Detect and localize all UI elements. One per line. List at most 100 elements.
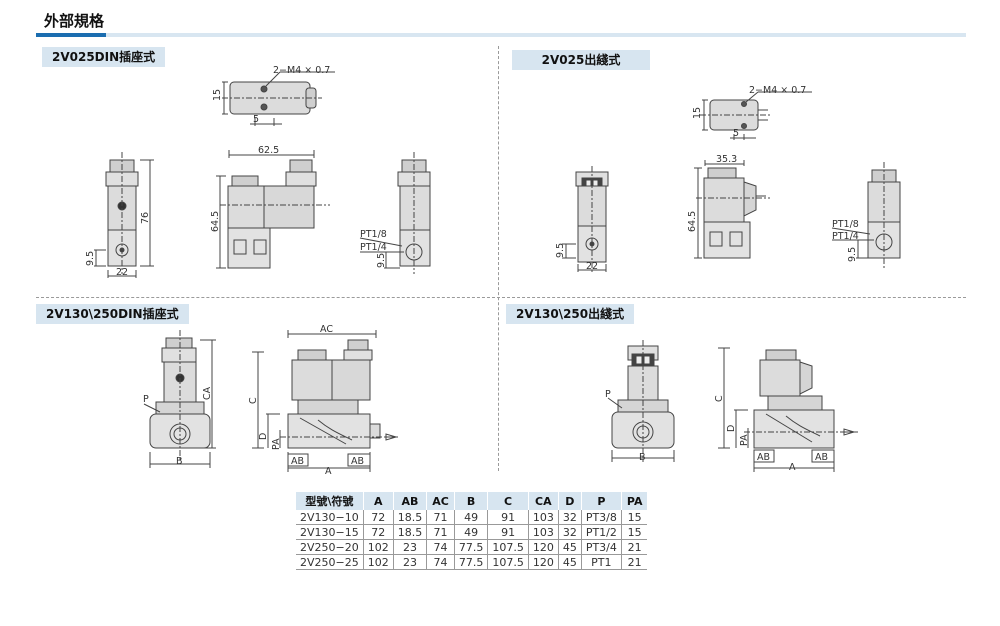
title-rule [36,33,966,37]
dim-9-5-3: 9.5 [555,243,566,258]
table-cell: 32 [558,524,582,540]
col-header-ac: AC [426,492,455,510]
dim-d-1: D [258,433,269,440]
table-cell: 71 [426,510,455,525]
table-cell: PT1/2 [581,524,622,540]
dim-a-2: A [789,462,796,473]
table-cell: 15 [621,510,648,525]
col-header-model: 型號\符號 [296,492,364,510]
dim-c-1: C [248,397,259,404]
drawing-2v025-wire-front [562,166,609,274]
table-cell: 77.5 [454,554,489,570]
col-header-a: A [363,492,394,510]
drawing-2v025-wire-rear [831,162,901,268]
col-header-p: P [581,492,622,510]
section-label-2v130-din: 2V130\250DIN插座式 [36,304,189,324]
table-cell: 120 [528,539,559,555]
table-cell: 2V250−20 [296,539,364,555]
table-cell: 120 [528,554,559,570]
table-row: 2V130−15 72 18.5 71 49 91 103 32 PT1/2 1… [296,524,648,540]
table-cell: 45 [558,539,582,555]
drawing-2v025-din-side [216,150,330,269]
dim-9-5-4: 9.5 [847,247,858,262]
table-cell: 107.5 [487,554,529,570]
dim-pt14-2: PT1/4 [832,231,859,242]
table-cell: 74 [426,539,455,555]
table-cell: 102 [363,554,394,570]
table-cell: 21 [621,539,648,555]
dim-pa-1: PA [271,438,282,450]
dim-thread-note-1: 2−M4 × 0.7 [273,65,330,76]
table-cell: 45 [558,554,582,570]
table-cell: 21 [621,554,648,570]
table-cell: 49 [454,510,489,525]
vertical-divider [498,46,499,471]
table-cell: 107.5 [487,539,529,555]
dim-ab-2: AB [351,456,364,467]
dim-5-2: 5 [733,128,739,139]
table-cell: PT1 [581,554,622,570]
drawing-2v130-wire-side [718,347,860,472]
dim-9-5-2: 9.5 [376,253,387,268]
dim-64-5-2: 64.5 [687,211,698,232]
drawing-2v025-din-front [94,152,154,278]
table-cell: 32 [558,510,582,525]
table-cell: 15 [621,524,648,540]
dim-22-1: 22 [116,267,128,278]
dim-ca: CA [202,386,213,400]
page-title: 外部規格 [44,12,105,30]
drawing-2v025-wire-top [700,91,812,140]
table-cell: 91 [487,524,529,540]
section-label-2v130-wire: 2V130\250出綫式 [506,304,635,324]
title-rule-accent [36,33,106,37]
table-cell: 74 [426,554,455,570]
dim-c-2: C [714,395,725,402]
dim-b-2: B [639,452,646,463]
table-cell: 2V130−10 [296,510,364,525]
table-cell: 77.5 [454,539,489,555]
dim-ab-3: AB [757,452,770,463]
table-cell: PT3/8 [581,510,622,525]
col-header-ab: AB [393,492,428,510]
dim-ac-1: AC [320,324,333,335]
section-label-2v025-din: 2V025DIN插座式 [42,47,166,67]
dim-35-3: 35.3 [716,154,737,165]
dim-ab-4: AB [815,452,828,463]
col-header-ca: CA [528,492,559,510]
table-cell: 2V130−15 [296,524,364,540]
drawing-2v130-din-front [143,330,216,468]
dim-5-1: 5 [253,114,259,125]
table-cell: PT3/4 [581,539,622,555]
drawing-2v025-wire-side [694,160,770,259]
spec-table: 型號\符號 A AB AC B C CA D P PA 2V130−10 72 … [296,492,648,570]
table-cell: 18.5 [393,510,428,525]
dim-p-2: P [605,389,611,400]
table-cell: 23 [393,554,428,570]
dim-p-1: P [143,394,149,405]
dim-b-1: B [176,456,183,467]
dim-76: 76 [140,212,151,224]
table-cell: 23 [393,539,428,555]
col-header-c: C [487,492,529,510]
table-cell: 91 [487,510,529,525]
col-header-b: B [454,492,489,510]
table-cell: 72 [363,510,394,525]
table-cell: 18.5 [393,524,428,540]
table-cell: 49 [454,524,489,540]
dim-64-5-1: 64.5 [210,211,221,232]
drawing-2v130-din-side [252,330,400,472]
drawing-2v025-din-rear [359,152,431,274]
spec-table-header-row: 型號\符號 A AB AC B C CA D P PA [296,492,648,510]
drawing-2v130-wire-front [607,340,675,462]
dim-15-2: 15 [692,107,703,119]
table-cell: 103 [528,524,559,540]
dim-15-1: 15 [212,89,223,101]
dim-62-5: 62.5 [258,145,279,156]
dim-pa-2: PA [739,434,750,446]
table-row: 2V250−20 102 23 74 77.5 107.5 120 45 PT3… [296,539,648,555]
dim-d-2: D [726,425,737,432]
dim-ab-1: AB [291,456,304,467]
dim-9-5-1: 9.5 [85,251,96,266]
dim-thread-note-2: 2−M4 × 0.7 [749,85,806,96]
